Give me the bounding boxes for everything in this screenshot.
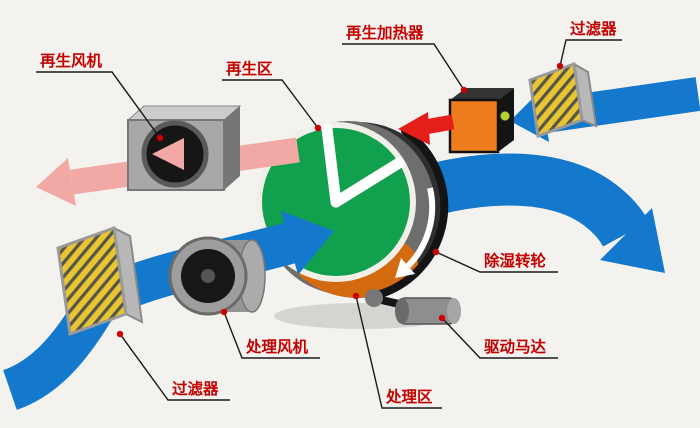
callouts: 再生风机 再生区 再生加热器 过滤器 除湿转轮 驱动马达 处理风机 处理区 过滤 xyxy=(36,19,622,409)
leader-dot xyxy=(116,330,124,338)
leader-dot xyxy=(556,62,564,70)
label-regen-heater: 再生加热器 xyxy=(346,23,424,42)
label-drive-motor: 驱动马达 xyxy=(484,337,547,356)
leader-dot xyxy=(156,134,164,142)
label-process-fan: 处理风机 xyxy=(245,337,309,356)
leader-dehumid-wheel xyxy=(435,251,558,273)
regen-fan-side xyxy=(224,106,240,190)
leader-drive-motor xyxy=(441,317,558,359)
process-fan-hub xyxy=(201,269,215,283)
hot-air-arrowhead xyxy=(398,112,430,145)
label-regen-zone: 再生区 xyxy=(226,59,273,78)
filter-top xyxy=(528,61,598,139)
process-fan xyxy=(168,236,266,316)
leader-dot xyxy=(460,86,468,94)
leader-filter-top xyxy=(559,39,622,67)
leader-regen-zone xyxy=(222,79,319,129)
regen-exhaust-arrowhead xyxy=(36,158,76,206)
filter-top-media xyxy=(528,61,584,139)
motor-cap-left xyxy=(395,298,409,324)
rotation-arrowhead-icon xyxy=(395,258,415,278)
leader-dot xyxy=(432,248,440,256)
regen-sector-divider-left xyxy=(321,123,342,208)
leader-dot xyxy=(314,124,322,132)
regen-sector-divider-right xyxy=(330,157,405,208)
outlet-air-arrowhead xyxy=(600,208,665,273)
label-filter-bottom: 过滤器 xyxy=(172,379,219,398)
leader-process-zone xyxy=(355,295,442,409)
label-filter-top: 过滤器 xyxy=(570,19,617,38)
label-regen-fan: 再生风机 xyxy=(40,51,103,70)
regen-fan-flow-arrowhead xyxy=(152,138,184,170)
drive-belt xyxy=(367,127,449,314)
hot-air-arrow xyxy=(398,112,455,145)
leader-dot xyxy=(220,308,228,316)
heater-front xyxy=(448,98,500,154)
regen-heater xyxy=(448,88,514,154)
leader-regen-fan xyxy=(36,71,161,139)
leader-regen-heater xyxy=(342,43,465,91)
rotation-arrow xyxy=(405,187,436,269)
process-air-arrowhead xyxy=(281,211,334,275)
label-process-zone: 处理区 xyxy=(385,387,433,406)
leader-process-fan xyxy=(223,311,320,359)
motor-roller xyxy=(365,289,383,307)
label-dehumid-wheel: 除湿转轮 xyxy=(484,251,547,270)
motor-cap-right xyxy=(447,298,461,324)
hot-air-duct xyxy=(423,114,455,135)
heater-indicator-icon xyxy=(499,110,511,122)
leader-dot xyxy=(438,314,446,322)
leader-dot xyxy=(352,292,360,300)
filter-bottom-media xyxy=(56,225,128,337)
leader-filter-bottom xyxy=(119,333,230,401)
regen-fan xyxy=(126,105,242,191)
filter-bottom xyxy=(56,225,144,337)
